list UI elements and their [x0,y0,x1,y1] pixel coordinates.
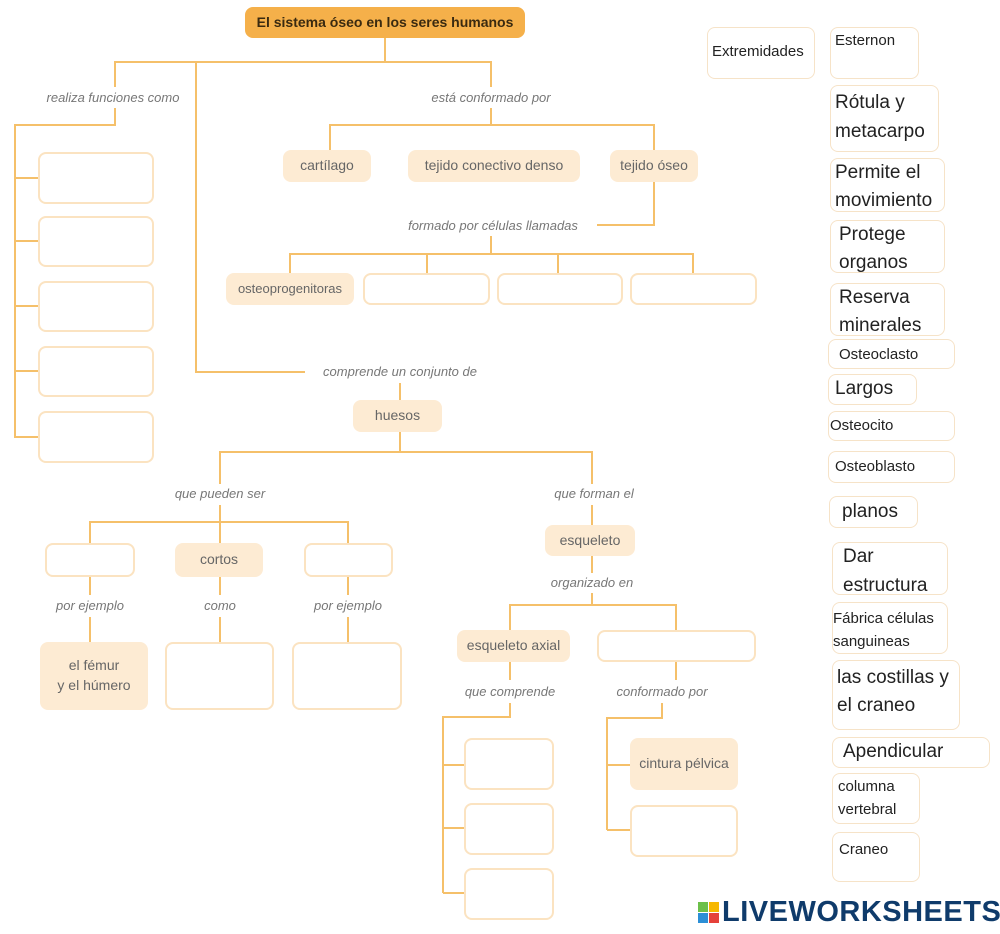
drop-zone-funcion-4[interactable] [38,346,154,397]
map-title: El sistema óseo en los seres humanos [245,7,525,38]
logo-icon [698,902,719,923]
word-card[interactable]: Osteoclasto [828,339,955,369]
word-card[interactable]: Dar estructura [832,542,948,596]
label-forman: que forman el [550,486,638,501]
node-esqueleto-axial: esqueleto axial [457,630,570,662]
drop-zone-funcion-5[interactable] [38,411,154,463]
drop-zone-funcion-3[interactable] [38,281,154,332]
drop-zone-tipo-1[interactable] [45,543,135,577]
drop-zone-esqueleto-2[interactable] [597,630,756,662]
drop-zone-axial-3[interactable] [464,868,554,920]
liveworksheets-logo: LIVEWORKSHEETS [698,896,1000,929]
node-huesos: huesos [353,400,442,432]
word-card[interactable]: Protege organos [830,220,945,273]
node-osteoprogenitoras: osteoprogenitoras [226,273,354,305]
label-comprende: comprende un conjunto de [319,364,481,379]
label-ejemplo-1: por ejemplo [52,598,128,613]
word-card[interactable]: Permite el movimiento [830,158,945,212]
word-card[interactable]: las costillas y el craneo [832,660,960,730]
word-card[interactable]: columna vertebral [832,773,920,824]
word-card[interactable]: Apendicular [832,737,990,768]
drop-zone-ejemplo-cortos[interactable] [165,642,274,710]
label-conformado-2: conformado por [612,684,712,699]
label-conformado: está conformado por [427,90,555,105]
drop-zone-apendicular-2[interactable] [630,805,738,857]
drop-zone-celula-3[interactable] [630,273,757,305]
node-cartilago: cartílago [283,150,371,182]
word-card[interactable]: Extremidades [707,27,815,79]
label-celulas: formado por células llamadas [404,218,582,233]
drop-zone-funcion-1[interactable] [38,152,154,204]
node-cortos: cortos [175,543,263,577]
word-card[interactable]: Osteocito [828,411,955,441]
node-esqueleto: esqueleto [545,525,635,556]
node-femur: el fémur y el húmero [40,642,148,710]
node-tejido-oseo: tejido óseo [610,150,698,182]
drop-zone-tipo-2[interactable] [304,543,393,577]
drop-zone-ejemplo-2[interactable] [292,642,402,710]
logo-text: LIVEWORKSHEETS [722,896,1000,928]
word-card[interactable]: Rótula y metacarpo [830,85,939,152]
label-funciones: realiza funciones como [42,90,184,105]
label-que-comprende: que comprende [460,684,560,699]
drop-zone-axial-2[interactable] [464,803,554,855]
drop-zone-funcion-2[interactable] [38,216,154,267]
drop-zone-axial-1[interactable] [464,738,554,790]
label-como: como [200,598,240,613]
word-card[interactable]: Craneo [832,832,920,882]
word-card[interactable]: planos [829,496,918,528]
node-cintura-pelvica: cintura pélvica [630,738,738,790]
drop-zone-celula-2[interactable] [497,273,623,305]
word-card[interactable]: Osteoblasto [828,451,955,483]
word-card[interactable]: Reserva minerales [830,283,945,336]
node-tejido-conectivo: tejido conectivo denso [408,150,580,182]
label-ejemplo-2: por ejemplo [310,598,386,613]
word-card[interactable]: Esternon [830,27,919,79]
label-pueden-ser: que pueden ser [170,486,270,501]
word-card[interactable]: Fábrica células sanguineas [832,602,948,654]
drop-zone-celula-1[interactable] [363,273,490,305]
word-card[interactable]: Largos [828,374,917,405]
label-organizado: organizado en [546,575,638,590]
